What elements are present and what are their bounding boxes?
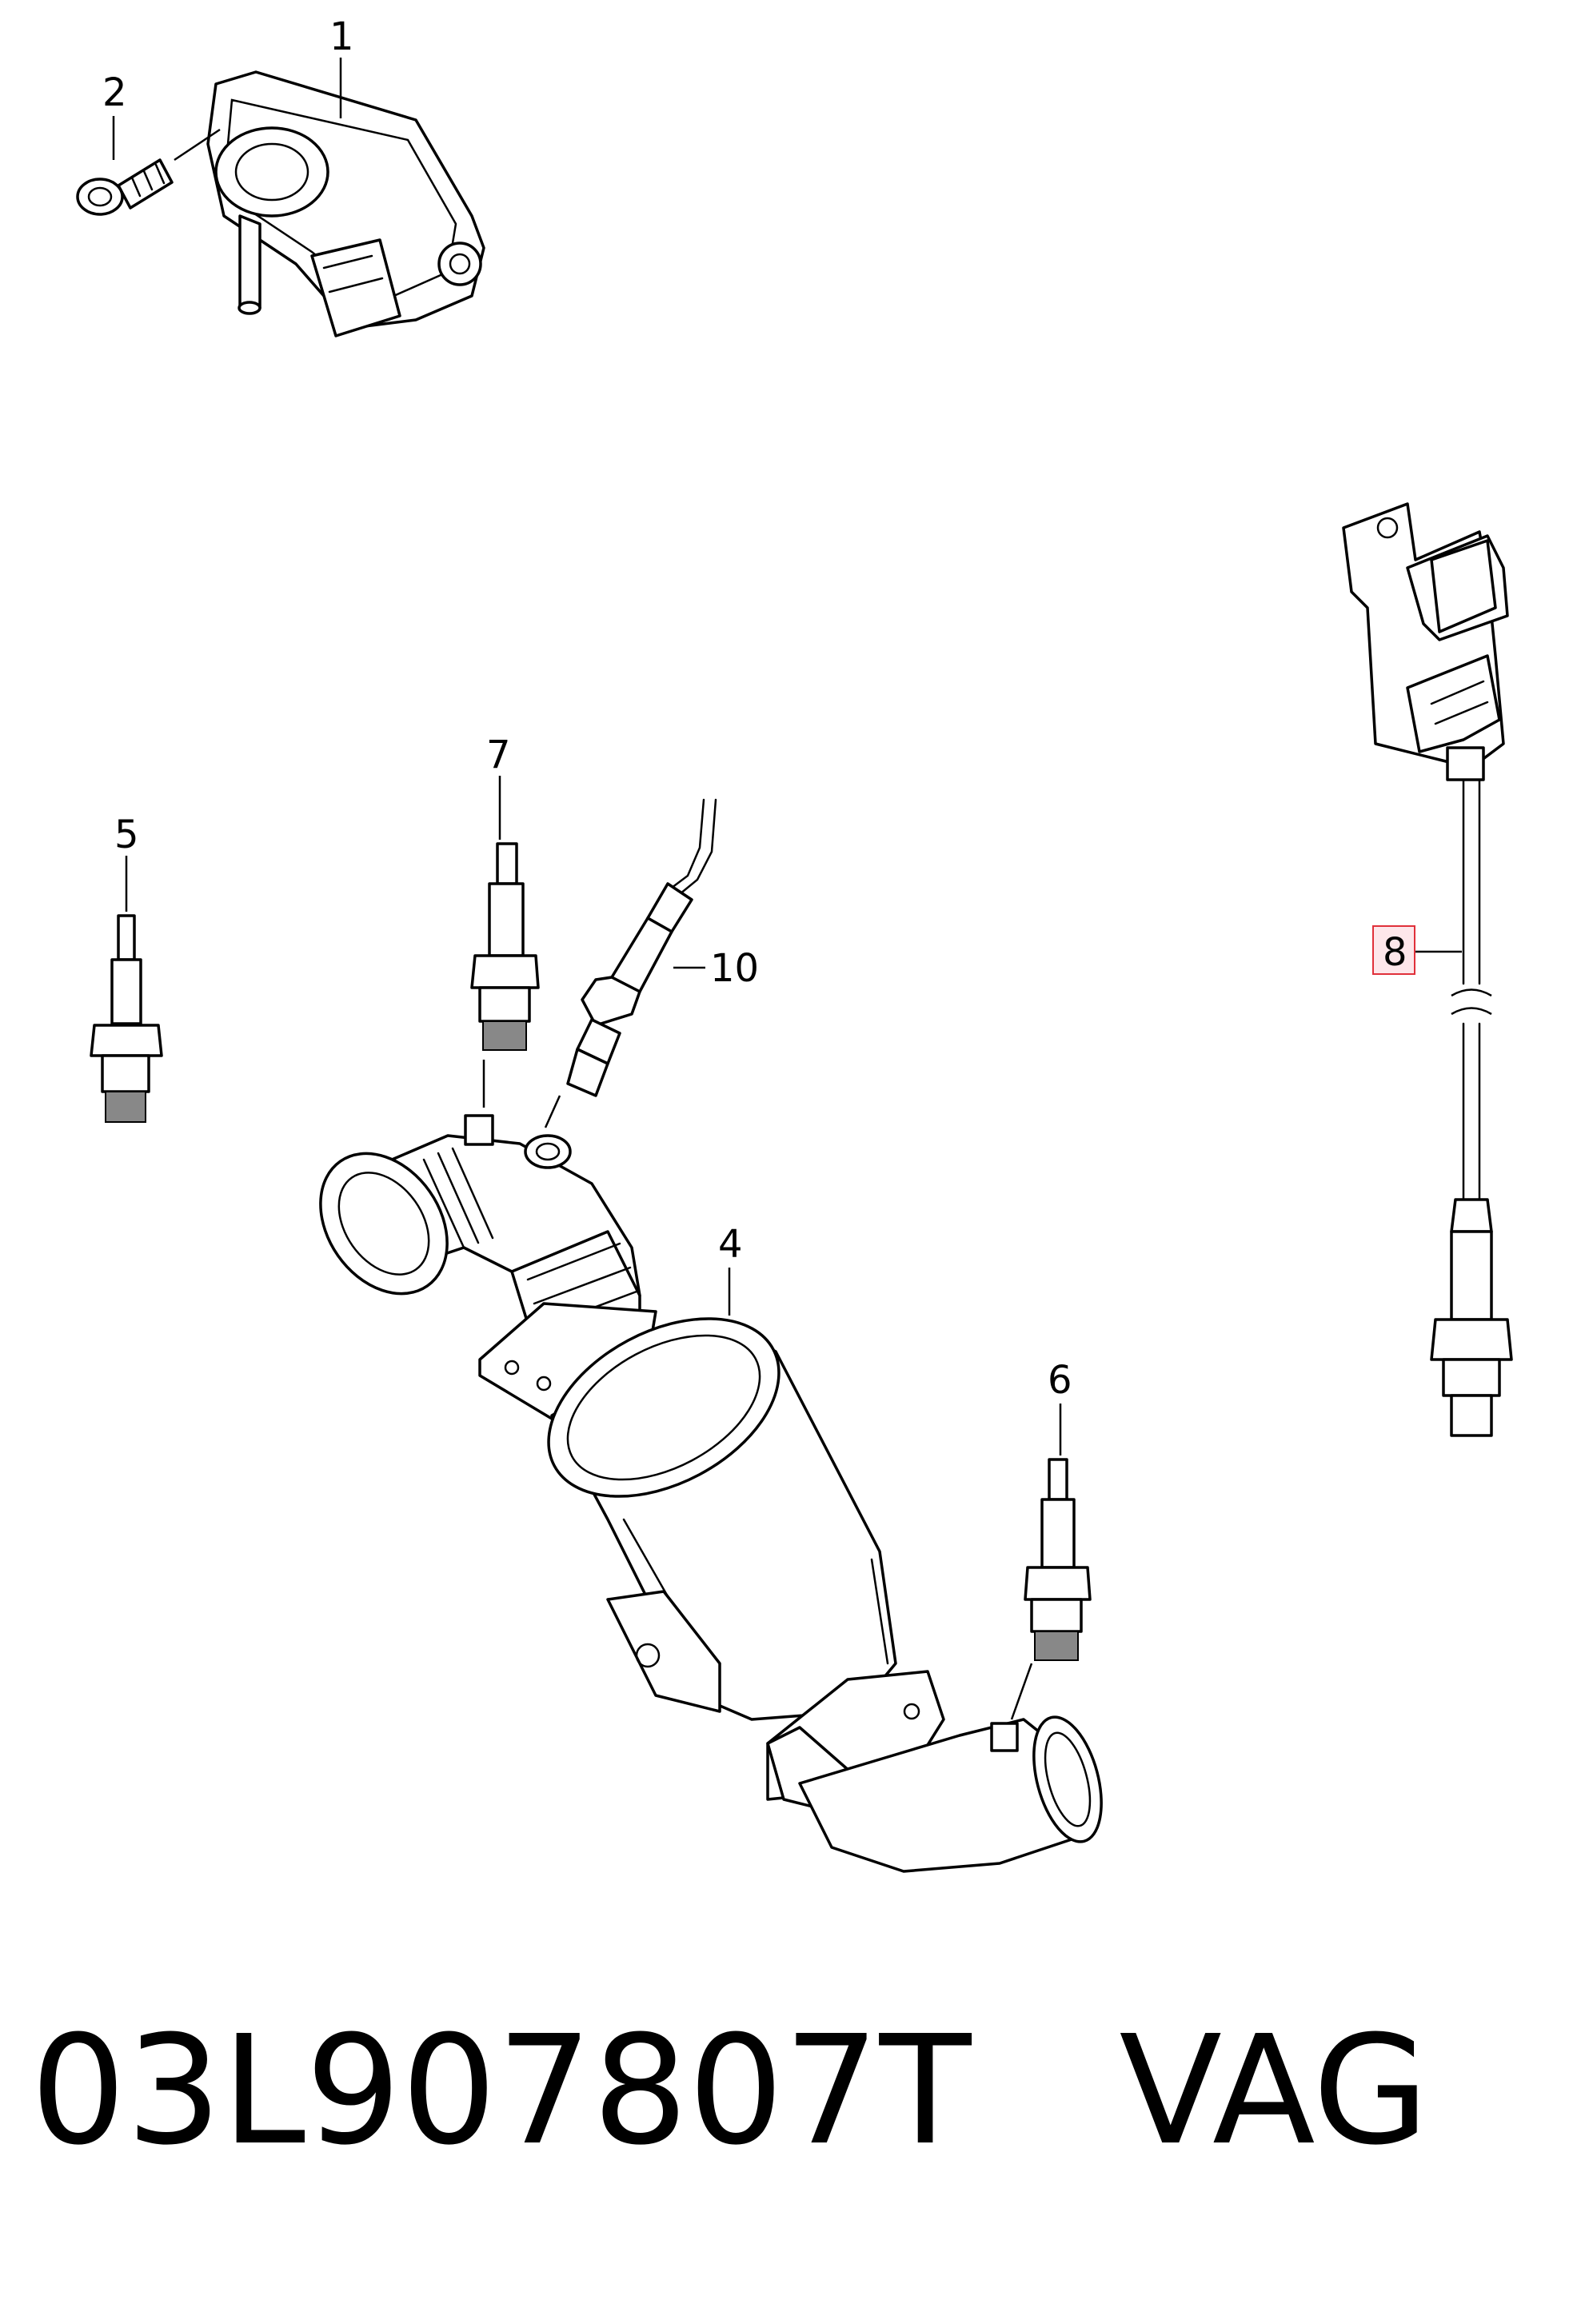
catalytic-converter-part-4[interactable] — [294, 1114, 1113, 1873]
callout-8-highlight — [1372, 925, 1415, 975]
svg-text:8: 8 — [1383, 930, 1407, 975]
svg-text:10: 10 — [710, 946, 759, 991]
nox-sensor-part-8[interactable] — [1342, 502, 1513, 1437]
svg-text:4: 4 — [718, 1222, 743, 1267]
lambda-probe-part-10[interactable] — [566, 798, 717, 1097]
callout-8: 8 — [1372, 925, 1462, 975]
svg-text:5: 5 — [114, 813, 139, 857]
brand-name: VAG — [1119, 2003, 1430, 2178]
callout-1: 1 — [329, 14, 354, 118]
pressure-sensor-part-1[interactable] — [206, 70, 485, 337]
exhaust-temp-sensor-part-7[interactable] — [470, 842, 540, 1051]
callout-10: 10 — [544, 946, 759, 1128]
callout-5: 5 — [114, 813, 139, 912]
part-number: 03L907807T — [30, 2003, 972, 2178]
callout-4: 4 — [718, 1222, 743, 1316]
bolt-part-2[interactable] — [76, 158, 174, 216]
callout-2: 2 — [102, 70, 221, 162]
svg-text:2: 2 — [102, 70, 127, 115]
svg-text:6: 6 — [1048, 1358, 1072, 1403]
callout-6: 6 — [1010, 1358, 1072, 1720]
callout-7: 7 — [482, 733, 511, 1108]
exhaust-temp-sensor-part-5[interactable] — [90, 914, 163, 1123]
svg-text:7: 7 — [486, 733, 511, 777]
part-label: 03L907807T VAG — [30, 1999, 1550, 2183]
svg-text:1: 1 — [329, 14, 354, 59]
exhaust-temp-sensor-part-6[interactable] — [1024, 1458, 1092, 1661]
